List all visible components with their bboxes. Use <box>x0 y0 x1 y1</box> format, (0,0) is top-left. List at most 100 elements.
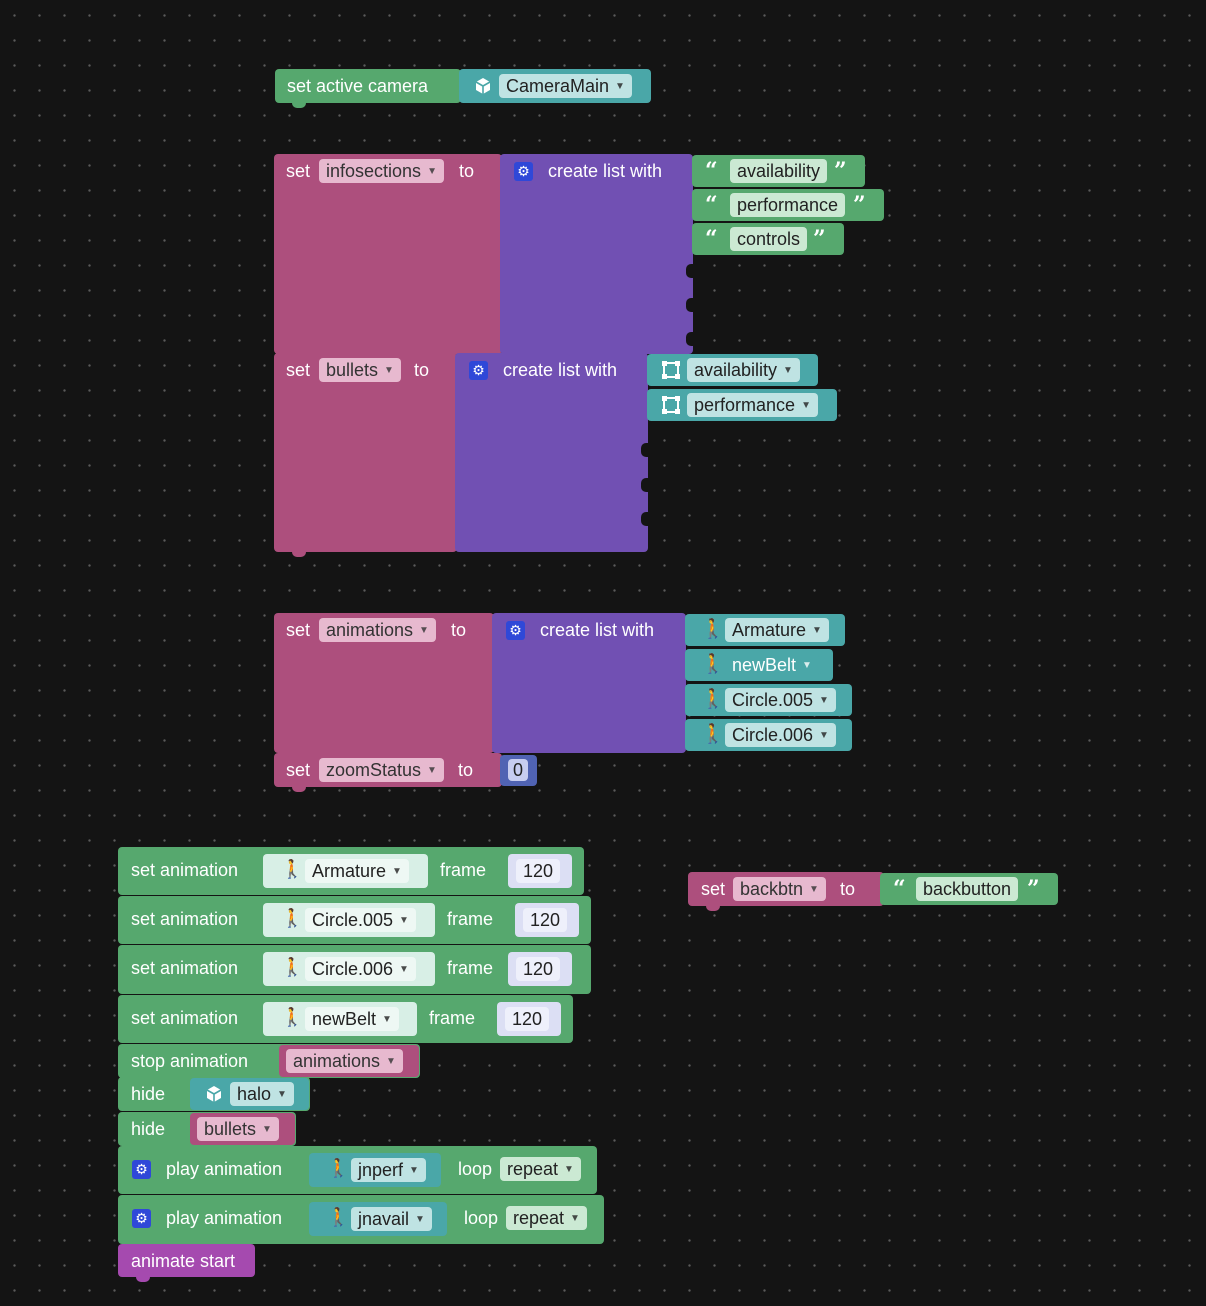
animation-object-block[interactable]: 🚶 jnavail▼ <box>309 1202 447 1236</box>
animation-dropdown[interactable]: Circle.006▼ <box>725 723 836 747</box>
variable-dropdown-zoomstatus[interactable]: zoomStatus▼ <box>319 758 444 782</box>
loop-mode-dropdown[interactable]: repeat▼ <box>506 1206 587 1230</box>
empty-socket[interactable] <box>641 478 648 492</box>
animation-object-block[interactable]: 🚶 newBelt▼ <box>685 649 833 681</box>
block-notch <box>292 551 306 557</box>
empty-socket[interactable] <box>686 298 693 312</box>
variable-dropdown-bullets[interactable]: bullets▼ <box>197 1117 279 1141</box>
variable-dropdown-bullets[interactable]: bullets▼ <box>319 358 401 382</box>
set-animation-block[interactable]: set animation 🚶 Circle.006▼ frame 120 <box>118 945 591 994</box>
text-field[interactable]: backbutton <box>916 877 1019 901</box>
set-label: set <box>286 620 311 640</box>
set-backbtn-block[interactable]: set backbtn▼ to <box>688 872 884 906</box>
animation-object-block[interactable]: 🚶 jnperf▼ <box>309 1153 441 1187</box>
play-animation-label: play animation <box>166 1208 283 1228</box>
set-animations-block[interactable]: set animations▼ to <box>274 613 494 753</box>
chevron-down-icon: ▼ <box>564 1164 574 1176</box>
text-field[interactable]: availability <box>730 159 828 183</box>
camera-object-block[interactable]: CameraMain▼ <box>459 69 651 103</box>
text-field[interactable]: controls <box>730 227 808 251</box>
set-bullets-block[interactable]: set bullets▼ to <box>274 353 457 552</box>
gear-icon[interactable]: ⚙ <box>132 1160 151 1179</box>
create-list-block-bullets[interactable]: ⚙ create list with <box>455 353 648 552</box>
to-label: to <box>840 879 856 899</box>
walking-person-icon: 🚶 <box>281 1007 304 1027</box>
animation-dropdown[interactable]: Circle.006▼ <box>305 957 416 981</box>
animation-object-block[interactable]: 🚶 Armature▼ <box>263 854 428 888</box>
object-dropdown[interactable]: availability▼ <box>687 358 800 382</box>
number-field[interactable]: 120 <box>523 908 568 932</box>
play-animation-block[interactable]: ⚙ play animation 🚶 jnperf▼ loop repeat▼ <box>118 1146 597 1194</box>
create-list-block-animations[interactable]: ⚙ create list with <box>492 613 686 753</box>
animation-dropdown[interactable]: newBelt▼ <box>305 1007 399 1031</box>
animation-dropdown[interactable]: Circle.005▼ <box>725 688 836 712</box>
variable-dropdown-animations[interactable]: animations▼ <box>319 618 436 642</box>
number-field[interactable]: 120 <box>505 1007 550 1031</box>
stop-animation-block[interactable]: stop animation animations▼ <box>118 1044 420 1078</box>
text-block[interactable]: “ availability ” <box>692 155 865 187</box>
camera-dropdown[interactable]: CameraMain▼ <box>499 74 632 98</box>
text-block[interactable]: “ performance ” <box>692 189 884 221</box>
animation-dropdown[interactable]: Circle.005▼ <box>305 908 416 932</box>
set-animation-block[interactable]: set animation 🚶 newBelt▼ frame 120 <box>118 995 573 1043</box>
number-block[interactable]: 120 <box>497 1002 561 1036</box>
number-field[interactable]: 120 <box>516 957 561 981</box>
block-notch <box>136 1276 150 1282</box>
gear-icon[interactable]: ⚙ <box>514 162 533 181</box>
variable-block[interactable]: bullets▼ <box>190 1113 295 1145</box>
empty-socket[interactable] <box>686 264 693 278</box>
animation-dropdown[interactable]: jnavail▼ <box>351 1207 432 1231</box>
variable-dropdown-infosections[interactable]: infosections▼ <box>319 159 444 183</box>
gear-icon[interactable]: ⚙ <box>132 1209 151 1228</box>
variable-dropdown-animations[interactable]: animations▼ <box>286 1049 403 1073</box>
frame-label: frame <box>429 1008 476 1028</box>
animation-object-block[interactable]: 🚶 newBelt▼ <box>263 1002 417 1036</box>
chevron-down-icon: ▼ <box>392 866 402 878</box>
walking-person-icon: 🚶 <box>327 1158 350 1178</box>
text-block[interactable]: “ backbutton ” <box>880 873 1058 905</box>
to-label: to <box>459 161 475 181</box>
hide-block[interactable]: hide bullets▼ <box>118 1112 296 1146</box>
create-list-block-infosections[interactable]: ⚙ create list with <box>500 154 693 354</box>
variable-dropdown-backbtn[interactable]: backbtn▼ <box>733 877 826 901</box>
text-field[interactable]: performance <box>730 193 846 217</box>
gear-icon[interactable]: ⚙ <box>506 621 525 640</box>
number-block[interactable]: 120 <box>508 854 572 888</box>
empty-socket[interactable] <box>641 512 648 526</box>
number-field[interactable]: 120 <box>516 859 561 883</box>
set-active-camera-block[interactable]: set active camera <box>275 69 461 103</box>
play-animation-block[interactable]: ⚙ play animation 🚶 jnavail▼ loop repeat▼ <box>118 1195 604 1244</box>
number-field[interactable]: 0 <box>508 759 529 781</box>
object-dropdown[interactable]: halo▼ <box>230 1082 294 1106</box>
animate-start-block[interactable]: animate start <box>118 1244 255 1277</box>
object-block[interactable]: availability▼ <box>647 354 818 386</box>
animation-object-block[interactable]: 🚶 Circle.005▼ <box>263 903 435 937</box>
empty-socket[interactable] <box>641 443 648 457</box>
animation-dropdown[interactable]: newBelt▼ <box>725 653 819 677</box>
number-block[interactable]: 120 <box>508 952 572 986</box>
set-animation-label: set animation <box>131 909 239 929</box>
text-block[interactable]: “ controls ” <box>692 223 844 255</box>
animation-dropdown[interactable]: jnperf▼ <box>351 1158 426 1182</box>
set-animation-block[interactable]: set animation 🚶 Circle.005▼ frame 120 <box>118 896 591 944</box>
animation-object-block[interactable]: 🚶 Circle.006▼ <box>263 952 435 986</box>
hide-block[interactable]: hide halo▼ <box>118 1077 310 1111</box>
object-dropdown[interactable]: performance▼ <box>687 393 818 417</box>
object-block[interactable]: halo▼ <box>190 1078 309 1110</box>
gear-icon[interactable]: ⚙ <box>469 361 488 380</box>
set-infosections-block[interactable]: set infosections▼ to <box>274 154 502 354</box>
animation-object-block[interactable]: 🚶 Armature▼ <box>685 614 845 646</box>
close-quote-icon: ” <box>813 226 826 252</box>
set-zoomstatus-block[interactable]: set zoomStatus▼ to <box>274 753 502 787</box>
animation-object-block[interactable]: 🚶 Circle.006▼ <box>685 719 852 751</box>
animation-object-block[interactable]: 🚶 Circle.005▼ <box>685 684 852 716</box>
object-block[interactable]: performance▼ <box>647 389 837 421</box>
empty-socket[interactable] <box>686 332 693 346</box>
loop-mode-dropdown[interactable]: repeat▼ <box>500 1157 581 1181</box>
variable-block[interactable]: animations▼ <box>279 1045 419 1077</box>
set-animation-block[interactable]: set animation 🚶 Armature▼ frame 120 <box>118 847 584 895</box>
number-block[interactable]: 120 <box>515 903 579 937</box>
animation-dropdown[interactable]: Armature▼ <box>725 618 829 642</box>
animation-dropdown[interactable]: Armature▼ <box>305 859 409 883</box>
number-block[interactable]: 0 <box>500 755 537 786</box>
